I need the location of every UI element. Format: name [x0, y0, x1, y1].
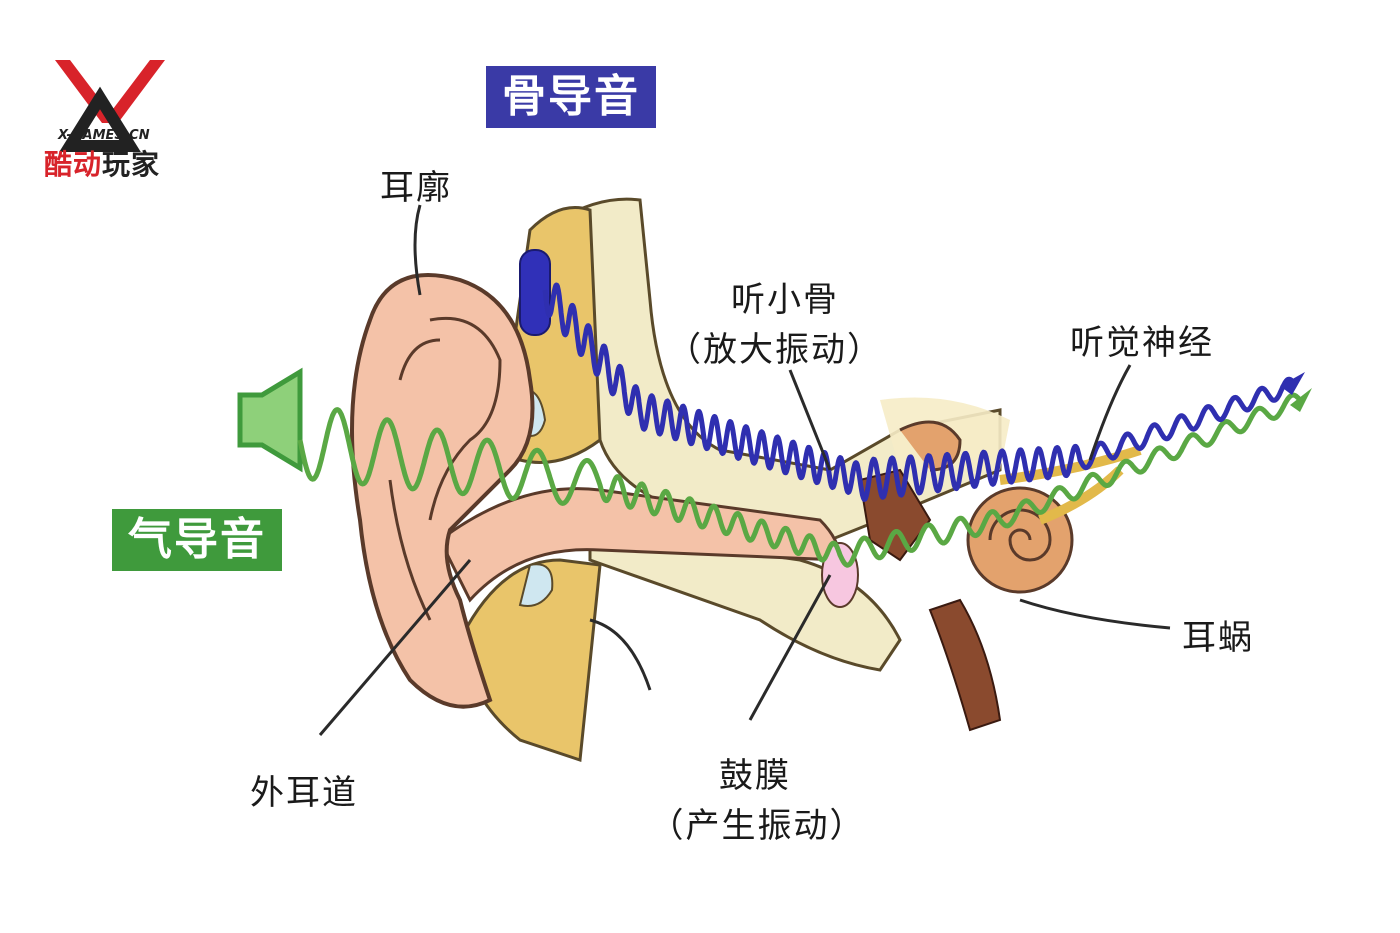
label-auditory-nerve: 听觉神经	[1070, 323, 1214, 363]
eardrum	[821, 542, 859, 608]
speaker-icon	[237, 367, 303, 473]
logo-wordmark-red: 酷动	[44, 148, 103, 181]
label-cochlea: 耳蜗	[1182, 618, 1254, 658]
bone-conduction-earphone-icon	[519, 249, 551, 336]
label-ossicles: 听小骨	[731, 280, 839, 320]
logo-wordmark-dark: 玩家	[102, 148, 161, 181]
label-ossicles-note: （放大振动）	[667, 330, 883, 370]
air-conduction-tag: 气导音	[112, 509, 282, 571]
label-pinna: 耳廓	[380, 168, 452, 208]
logo-mark	[55, 60, 165, 152]
air-conduction-wave	[297, 392, 1302, 568]
bone-wave-arrowhead	[1280, 372, 1305, 395]
leader-lines	[318, 204, 1171, 736]
logo-wordmark: 酷动玩家	[44, 143, 160, 183]
bone-conduction-wave	[542, 282, 1298, 502]
air-wave-arrowhead	[1290, 388, 1312, 412]
label-eardrum: 鼓膜	[719, 756, 791, 796]
label-eardrum-note: （产生振动）	[649, 806, 866, 846]
label-ear-canal: 外耳道	[250, 773, 358, 813]
logo-subtext: X-GAMES-CN	[58, 128, 150, 143]
pinna	[350, 273, 535, 709]
bone-conduction-tag: 骨导音	[486, 66, 656, 128]
earlobe-shadow	[589, 618, 652, 691]
